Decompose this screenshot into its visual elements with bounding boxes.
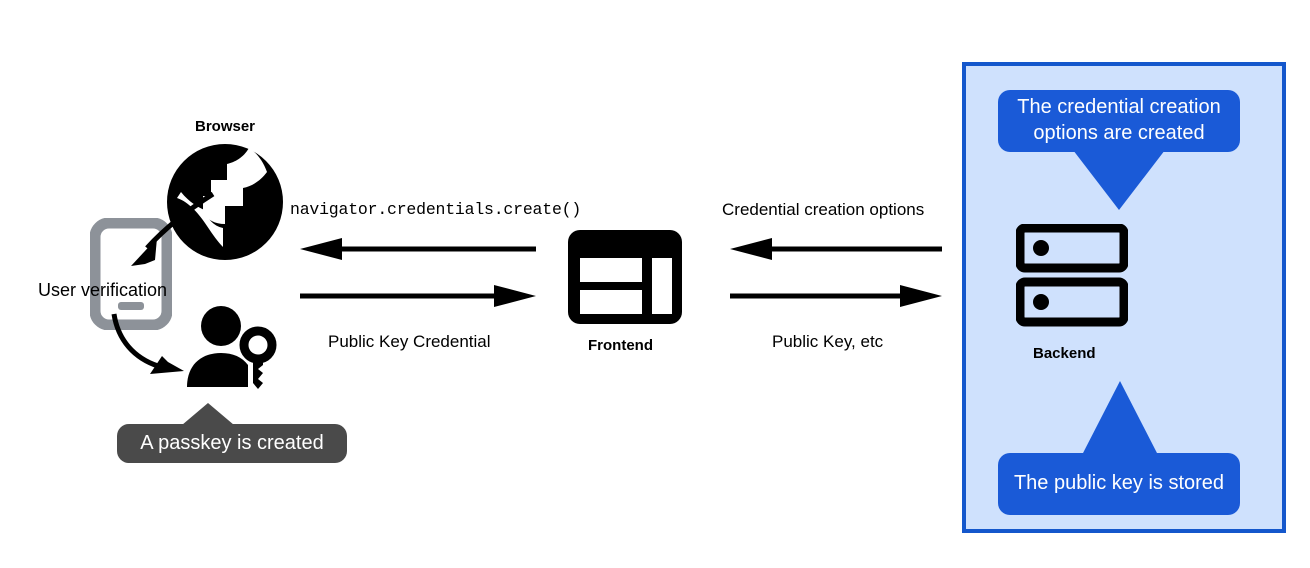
server-stack-icon (1016, 224, 1128, 328)
user-verification-label: User verification (38, 280, 168, 300)
backend-label: Backend (1033, 345, 1096, 362)
user-callout-text: A passkey is created (140, 431, 324, 454)
arrow-frontend-to-backend (730, 285, 942, 307)
backend-callout-top: The credential creation options are crea… (998, 90, 1240, 152)
arrow-label-credential-creation-options: Credential creation options (722, 200, 925, 219)
backend-callout-bottom-text: The public key is stored (1013, 472, 1225, 495)
frontend-label: Frontend (588, 337, 653, 354)
arrow-browser-to-phone (95, 180, 225, 290)
callout-tail-down-icon (1073, 150, 1165, 210)
browser-label: Browser (195, 118, 256, 135)
arrow-frontend-to-browser (300, 238, 536, 260)
backend-callout-bottom: The public key is stored (998, 453, 1240, 515)
arrow-phone-to-user (110, 312, 220, 392)
arrow-browser-to-frontend (300, 285, 536, 307)
person-with-key-icon (185, 305, 285, 390)
arrow-label-public-key-etc: Public Key, etc (772, 332, 884, 351)
callout-tail-up-icon (1082, 381, 1158, 455)
callout-tail-up-gray-icon (182, 403, 234, 425)
user-callout: A passkey is created (117, 424, 347, 463)
arrow-backend-to-frontend (730, 238, 942, 260)
smartphone-icon (90, 218, 172, 330)
arrow-label-public-key-credential: Public Key Credential (328, 332, 491, 351)
backend-callout-top-text: The credential creation options are crea… (1017, 96, 1221, 144)
globe-icon (163, 140, 287, 264)
web-layout-icon (566, 228, 684, 326)
arrow-label-navigator-create: navigator.credentials.create() (290, 200, 582, 219)
